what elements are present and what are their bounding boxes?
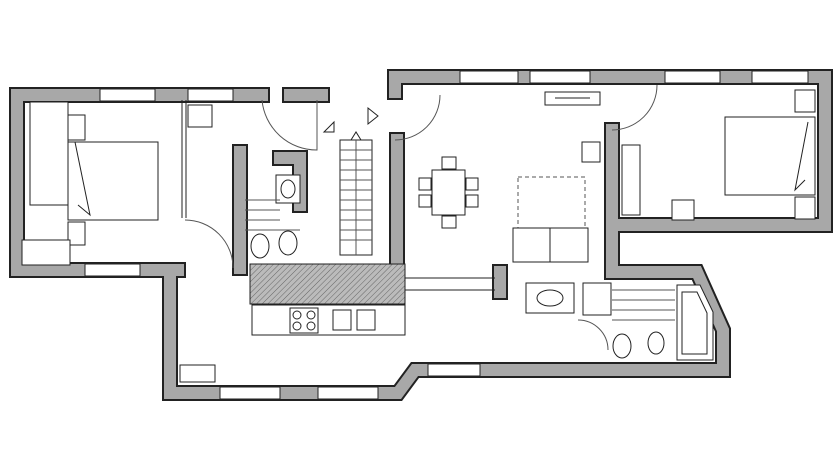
sink bbox=[525, 282, 575, 314]
left-bathroom bbox=[245, 174, 301, 259]
wardrobe bbox=[29, 101, 69, 206]
toilet bbox=[612, 333, 632, 359]
right-bedroom-furniture bbox=[621, 89, 816, 221]
bed bbox=[724, 116, 816, 196]
shower bbox=[676, 284, 714, 361]
doors bbox=[184, 84, 658, 351]
dining-table bbox=[431, 169, 466, 216]
bidet bbox=[647, 331, 665, 355]
kitchen-wall-block bbox=[249, 263, 406, 305]
stairs bbox=[322, 106, 379, 256]
living-dining bbox=[418, 91, 601, 263]
desk bbox=[21, 239, 71, 266]
desk bbox=[621, 144, 641, 216]
arrow-icon bbox=[367, 106, 379, 126]
arrow-icon bbox=[322, 120, 335, 133]
kitchen bbox=[179, 304, 406, 383]
stove bbox=[289, 307, 319, 334]
windows bbox=[84, 70, 809, 400]
left-bedroom-furniture bbox=[21, 101, 213, 266]
right-bathroom bbox=[525, 282, 714, 361]
chair bbox=[187, 104, 213, 128]
